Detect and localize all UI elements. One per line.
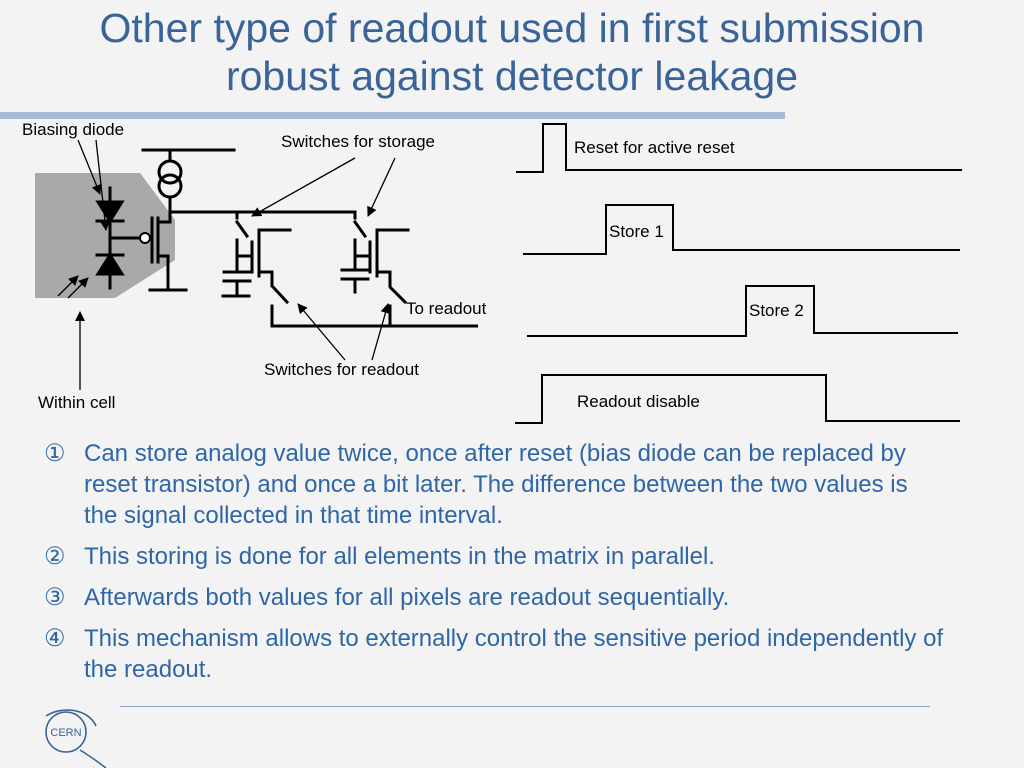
gate-node bbox=[139, 232, 151, 244]
store1-label: Store 1 bbox=[609, 222, 664, 241]
bullet-number: ④ bbox=[44, 625, 66, 652]
page-title: Other type of readout used in first subm… bbox=[0, 4, 1024, 100]
bullet-text: Afterwards both values for all pixels ar… bbox=[84, 584, 730, 611]
cern-logo-text: CERN bbox=[50, 727, 81, 739]
title-line-2: robust against detector leakage bbox=[225, 53, 799, 99]
circuit-and-timing-diagram bbox=[35, 123, 962, 424]
bullet-item: ④ This mechanism allows to externally co… bbox=[44, 623, 944, 685]
readout-disable-waveform bbox=[515, 374, 960, 424]
to-readout-label: To readout bbox=[406, 299, 487, 318]
bullet-text: This storing is done for all elements in… bbox=[84, 543, 715, 570]
bullet-number: ② bbox=[44, 543, 66, 570]
bullet-text: Can store analog value twice, once after… bbox=[84, 440, 908, 529]
store1-waveform bbox=[523, 204, 960, 255]
store2-label: Store 2 bbox=[749, 301, 804, 320]
bullet-number: ③ bbox=[44, 584, 66, 611]
bullet-item: ① Can store analog value twice, once aft… bbox=[44, 438, 944, 531]
readout-switch-1 bbox=[271, 285, 290, 305]
bullet-text: This mechanism allows to externally cont… bbox=[84, 625, 944, 683]
title-line-1: Other type of readout used in first subm… bbox=[99, 5, 925, 51]
current-source-circle-1 bbox=[157, 159, 183, 185]
pixel-cell-area bbox=[35, 173, 175, 298]
readout-disable-label: Readout disable bbox=[577, 392, 700, 411]
reset-waveform bbox=[516, 123, 962, 173]
current-source-circle-2 bbox=[157, 173, 183, 199]
biasing-diode-label: Biasing diode bbox=[22, 120, 125, 139]
switches-readout-label: Switches for readout bbox=[264, 360, 419, 379]
within-cell-label: Within cell bbox=[38, 393, 116, 412]
photo-diode bbox=[95, 252, 125, 276]
bullet-item: ② This storing is done for all elements … bbox=[44, 541, 944, 572]
readout-switch-2 bbox=[388, 285, 408, 305]
switches-storage-label: Switches for storage bbox=[281, 132, 436, 151]
footer-rule bbox=[120, 706, 930, 707]
bullet-number: ① bbox=[44, 440, 66, 467]
reset-label: Reset for active reset bbox=[574, 138, 735, 157]
title-rule bbox=[0, 112, 785, 119]
storage-switch-1 bbox=[234, 219, 250, 239]
storage-switch-2 bbox=[352, 219, 368, 239]
bullet-list: ① Can store analog value twice, once aft… bbox=[44, 438, 944, 695]
cern-logo: CERN bbox=[45, 709, 107, 768]
bullet-item: ③ Afterwards both values for all pixels … bbox=[44, 582, 944, 613]
store2-waveform bbox=[527, 285, 958, 337]
